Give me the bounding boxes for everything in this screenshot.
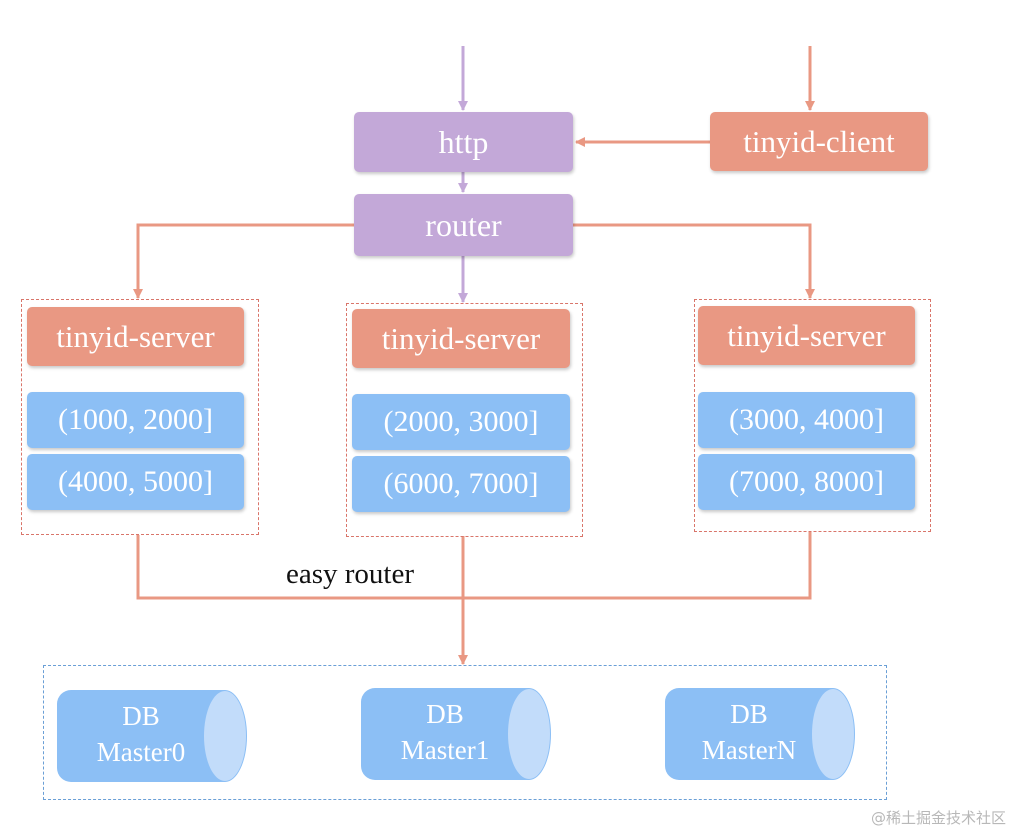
database-group — [43, 665, 887, 800]
db-cylinder-mastern: DB MasterN — [665, 688, 855, 780]
db-label-line1: DB — [426, 699, 464, 729]
http-node: http — [354, 112, 573, 172]
db-cylinder-body — [57, 690, 225, 782]
tinyid-client-label: tinyid-client — [743, 123, 895, 159]
range-box-2b: (6000, 7000] — [352, 456, 570, 512]
db-cylinder-cap — [811, 688, 855, 780]
db-label-master0: DB Master0 — [57, 698, 225, 770]
tinyid-client-node: tinyid-client — [710, 112, 928, 171]
db-label-line2: Master0 — [96, 737, 186, 767]
arrow-router-to-server-1 — [133, 223, 354, 299]
db-label-master1: DB Master1 — [361, 696, 529, 768]
http-node-label: http — [438, 123, 489, 160]
range-label-2a: (2000, 3000] — [383, 405, 539, 438]
db-cylinder-master0: DB Master0 — [57, 690, 247, 782]
db-cylinder-cap — [507, 688, 551, 780]
db-label-line2: MasterN — [701, 735, 797, 765]
tinyid-server-label-2: tinyid-server — [381, 320, 541, 356]
range-label-1a: (1000, 2000] — [58, 403, 213, 436]
server-group-2 — [346, 303, 583, 537]
server-group-1 — [21, 299, 259, 535]
range-label-3b: (7000, 8000] — [729, 465, 884, 498]
line-server-3-to-bus — [463, 532, 812, 600]
range-box-3a: (3000, 4000] — [698, 392, 915, 448]
range-box-2a: (2000, 3000] — [352, 394, 570, 450]
tinyid-server-label-1: tinyid-server — [56, 318, 215, 354]
range-box-1b: (4000, 5000] — [27, 454, 244, 510]
range-box-3b: (7000, 8000] — [698, 454, 915, 510]
range-label-2b: (6000, 7000] — [383, 467, 539, 500]
easy-router-label: easy router — [286, 558, 415, 590]
db-cylinder-master1: DB Master1 — [361, 688, 551, 780]
range-label-1b: (4000, 5000] — [58, 465, 213, 498]
tinyid-server-node-3: tinyid-server — [698, 306, 915, 365]
router-node: router — [354, 194, 573, 256]
db-label-line1: DB — [122, 701, 160, 731]
range-label-3a: (3000, 4000] — [729, 403, 884, 436]
db-label-line2: Master1 — [400, 735, 490, 765]
db-cylinder-body — [361, 688, 529, 780]
db-label-line1: DB — [730, 699, 768, 729]
tinyid-server-node-2: tinyid-server — [352, 309, 570, 368]
db-cylinder-body — [665, 688, 833, 780]
tinyid-server-label-3: tinyid-server — [727, 317, 886, 353]
line-server-1-to-bus — [136, 535, 463, 600]
db-label-mastern: DB MasterN — [665, 696, 833, 768]
tinyid-server-node-1: tinyid-server — [27, 307, 244, 366]
router-node-label: router — [425, 206, 502, 243]
arrow-router-to-server-3 — [573, 223, 815, 299]
db-cylinder-cap — [203, 690, 247, 782]
server-group-3 — [694, 299, 931, 532]
range-box-1a: (1000, 2000] — [27, 392, 244, 448]
watermark: @稀土掘金技术社区 — [870, 809, 1006, 827]
